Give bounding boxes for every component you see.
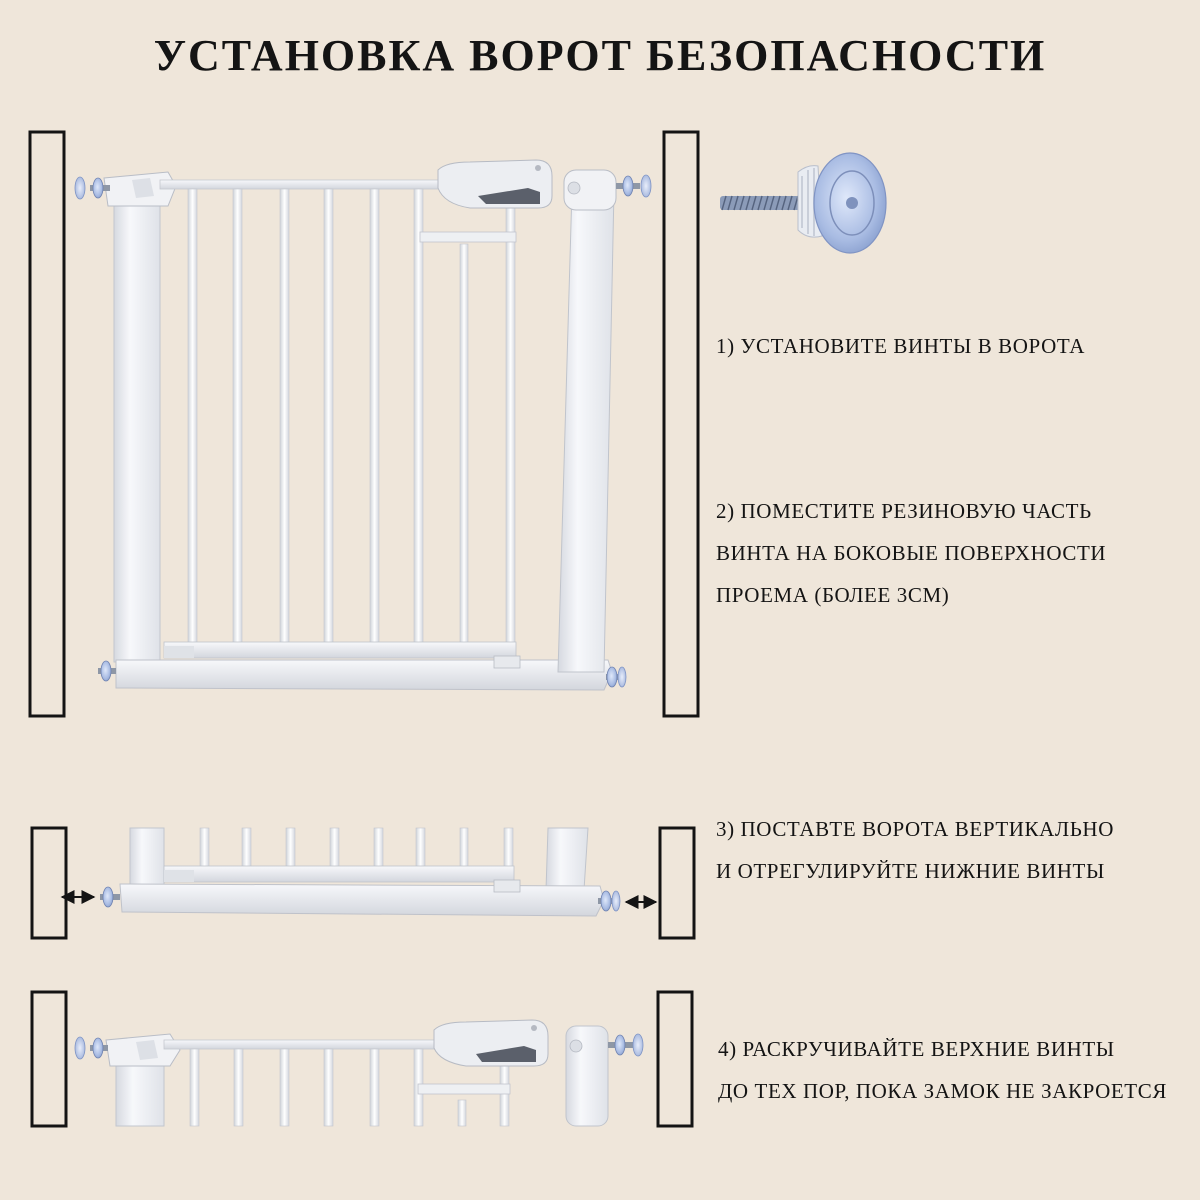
adjustment-screw-icon xyxy=(720,152,887,254)
screw-bottom-right-1 xyxy=(606,666,627,688)
wall-post-left-4 xyxy=(30,990,68,1128)
step-2-line-2: ВИНТА НА БОКОВЫЕ ПОВЕРХНОСТИ xyxy=(716,541,1107,565)
step-4-line-1: 4) РАСКРУЧИВАЙТЕ ВЕРХНИЕ ВИНТЫ xyxy=(718,1037,1115,1061)
step-2-line-1: 2) ПОМЕСТИТЕ РЕЗИНОВУЮ ЧАСТЬ xyxy=(716,499,1092,523)
screw-top-right-1 xyxy=(616,174,652,198)
page-title: УСТАНОВКА ВОРОТ БЕЗОПАСНОСТИ xyxy=(153,31,1047,80)
step-3-text: 3) ПОСТАВТЕ ВОРОТА ВЕРТИКАЛЬНО И ОТРЕГУЛ… xyxy=(716,808,1114,892)
wall-post-left-3 xyxy=(30,826,68,940)
step-3-line-2: И ОТРЕГУЛИРУЙТЕ НИЖНИЕ ВИНТЫ xyxy=(716,859,1105,883)
screw-bottom-left-3 xyxy=(100,886,120,908)
step-1-line-1: 1) УСТАНОВИТЕ ВИНТЫ В ВОРОТА xyxy=(716,334,1085,358)
wall-post-right-3 xyxy=(658,826,696,940)
screw-top-left-1 xyxy=(74,176,110,200)
safety-gate-bottom-section xyxy=(119,827,605,917)
screw-bottom-right-3 xyxy=(598,890,621,912)
safety-gate-top-section xyxy=(105,1019,609,1127)
step-2-text: 2) ПОМЕСТИТЕ РЕЗИНОВУЮ ЧАСТЬ ВИНТА НА БО… xyxy=(716,490,1106,616)
wall-post-left-1 xyxy=(28,130,66,718)
step-3-line-1: 3) ПОСТАВТЕ ВОРОТА ВЕРТИКАЛЬНО xyxy=(716,817,1114,841)
screw-bottom-left-1 xyxy=(98,660,116,682)
step-2-line-3: ПРОЕМА (БОЛЕЕ 3СМ) xyxy=(716,583,950,607)
step-1-text: 1) УСТАНОВИТЕ ВИНТЫ В ВОРОТА xyxy=(716,334,1085,359)
wall-post-right-1 xyxy=(662,130,700,718)
step-4-line-2: ДО ТЕХ ПОР, ПОКА ЗАМОК НЕ ЗАКРОЕТСЯ xyxy=(718,1079,1167,1103)
wall-post-right-4 xyxy=(656,990,694,1128)
screw-top-left-4 xyxy=(74,1036,108,1060)
step-4-text: 4) РАСКРУЧИВАЙТЕ ВЕРХНИЕ ВИНТЫ ДО ТЕХ ПО… xyxy=(718,1028,1167,1112)
safety-gate-full xyxy=(103,159,617,691)
screw-top-right-4 xyxy=(608,1033,644,1057)
